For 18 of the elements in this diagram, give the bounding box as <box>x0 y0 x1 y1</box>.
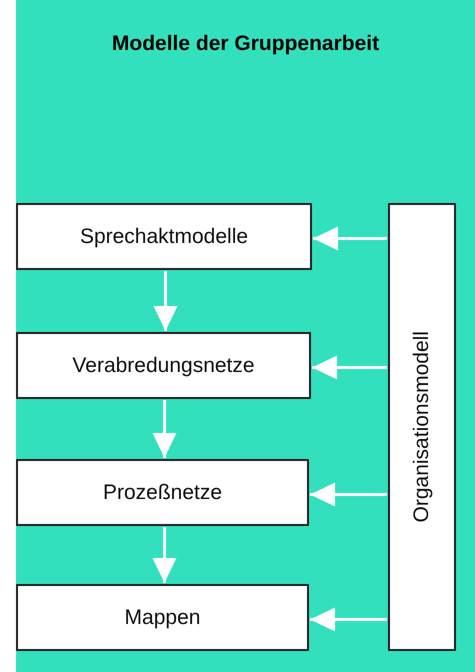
side-bar-box <box>388 203 456 651</box>
process-box <box>16 459 309 526</box>
process-box <box>16 584 309 651</box>
arrow <box>310 482 387 506</box>
box-label: Mappen <box>124 604 200 631</box>
arrow <box>152 527 176 583</box>
arrow <box>152 400 176 458</box>
process-box <box>16 332 311 399</box>
arrow <box>312 356 387 380</box>
box-label: Organisationsmodell <box>409 331 434 523</box>
arrow <box>313 226 387 250</box>
box-label: Prozeßnetze <box>102 480 222 506</box>
arrow <box>310 608 387 632</box>
box-label: Verabredungsnetze <box>72 352 255 379</box>
title: Modelle der Gruppenarbeit <box>110 31 380 57</box>
arrow <box>154 271 178 331</box>
box-label: Sprechaktmodelle <box>80 224 248 250</box>
process-box <box>16 203 312 270</box>
